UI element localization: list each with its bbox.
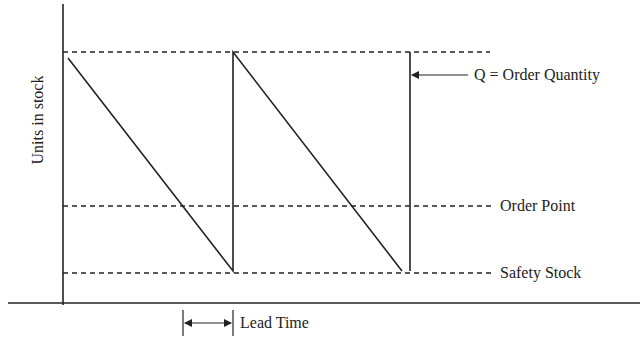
order-quantity-leader (412, 74, 468, 75)
lead-time-arrow (185, 322, 231, 323)
lead-time-tick (232, 310, 233, 336)
y-axis (62, 4, 64, 305)
max-level-line (63, 51, 490, 52)
order-point-line (63, 205, 494, 206)
order-quantity-bar (409, 52, 411, 271)
dimension-label: Lead Time (238, 314, 311, 332)
line-label: Safety Stock (498, 264, 583, 282)
line-label: Order Point (498, 197, 577, 215)
axis-title: Units in stock (29, 74, 47, 167)
lead-time-tick (182, 310, 183, 336)
stock-sawtooth (68, 52, 402, 271)
safety-stock-line (63, 272, 494, 273)
x-axis (8, 302, 640, 304)
callout-label: Q = Order Quantity (472, 66, 602, 84)
